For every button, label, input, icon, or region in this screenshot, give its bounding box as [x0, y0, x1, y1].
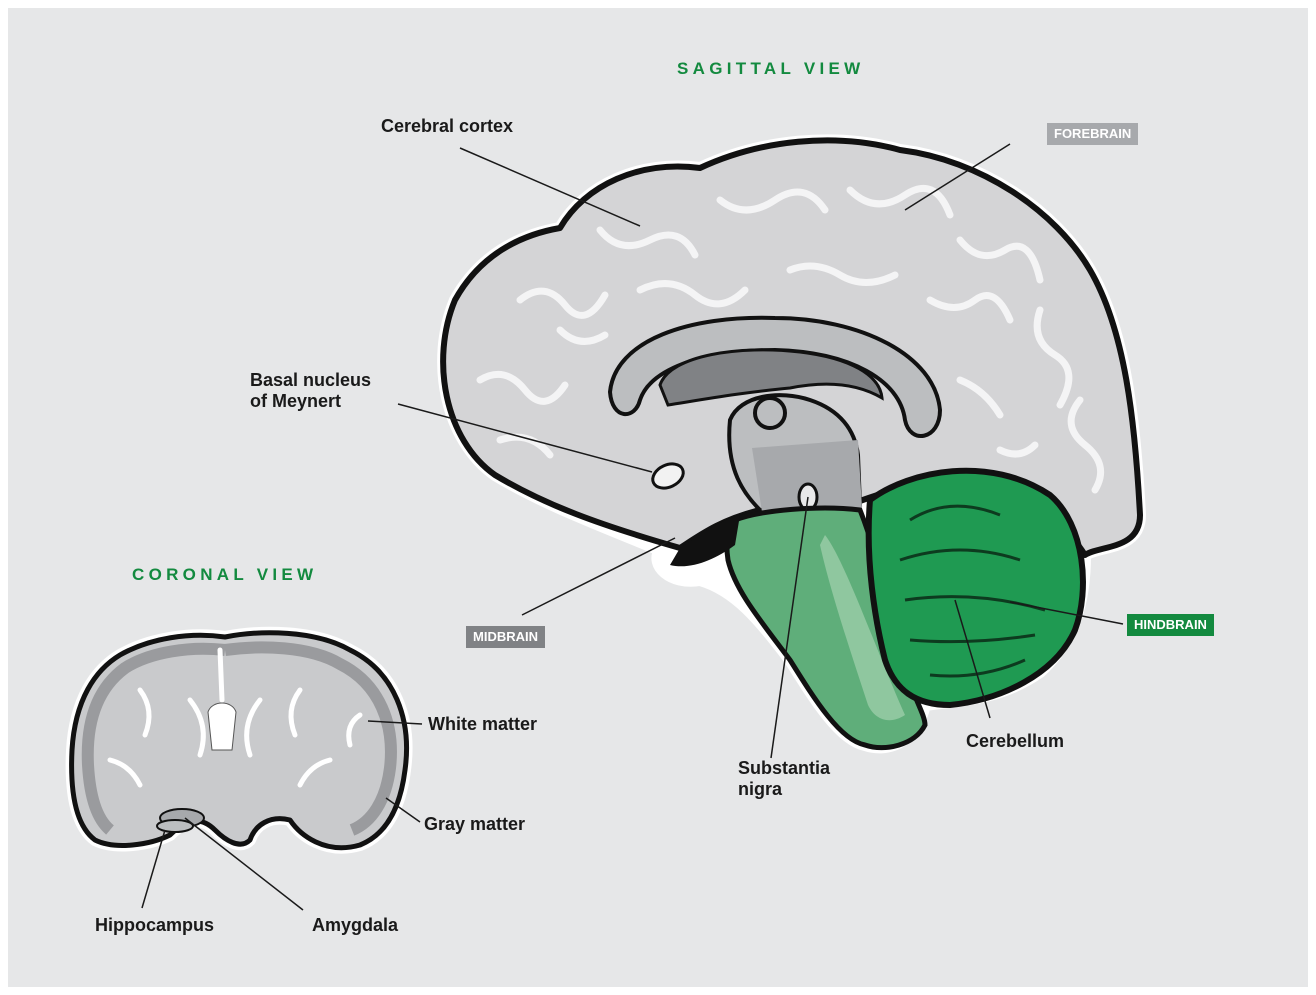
tag-hindbrain: HINDBRAIN — [1127, 614, 1214, 636]
hippocampus-structure — [157, 820, 193, 832]
label-cerebral-cortex: Cerebral cortex — [381, 116, 513, 137]
label-white-matter: White matter — [428, 714, 537, 735]
sagittal-view-title: SAGITTAL VIEW — [677, 59, 865, 79]
coronal-brain — [72, 633, 407, 848]
label-amygdala: Amygdala — [312, 915, 398, 936]
tag-midbrain: MIDBRAIN — [466, 626, 545, 648]
label-basal-nucleus-line1: Basal nucleus — [250, 370, 371, 391]
label-gray-matter: Gray matter — [424, 814, 525, 835]
label-cerebellum: Cerebellum — [966, 731, 1064, 752]
label-substantia-nigra-line2: nigra — [738, 779, 782, 800]
coronal-ventricle — [208, 703, 236, 750]
label-hippocampus: Hippocampus — [95, 915, 214, 936]
tag-forebrain: FOREBRAIN — [1047, 123, 1138, 145]
label-substantia-nigra-line1: Substantia — [738, 758, 830, 779]
coronal-view-title: CORONAL VIEW — [132, 565, 317, 585]
label-basal-nucleus-line2: of Meynert — [250, 391, 341, 412]
